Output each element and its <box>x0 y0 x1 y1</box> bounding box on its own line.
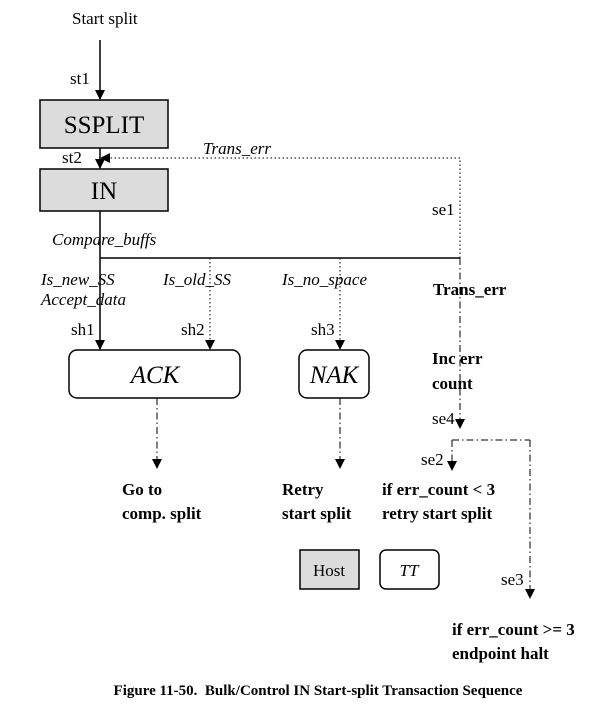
se4-label: se4 <box>432 409 455 428</box>
err-ge-label-1: if err_count >= 3 <box>452 620 575 639</box>
err-lt-label-1: if err_count < 3 <box>382 480 495 499</box>
se1-label: se1 <box>432 200 455 219</box>
goto-label-2: comp. split <box>122 504 202 523</box>
inc-err-label-2: count <box>432 374 473 393</box>
accept-data-label: Accept_data <box>40 290 126 309</box>
in-box <box>39 168 169 212</box>
legend-tt-box <box>379 549 440 590</box>
ssplit-box <box>39 99 169 149</box>
trans-err-right-label: Trans_err <box>433 280 507 299</box>
trans-err-arrowhead <box>100 153 110 163</box>
is-old-ss-label: Is_old_SS <box>162 270 232 289</box>
is-no-space-label: Is_no_space <box>281 270 367 289</box>
st2-label: st2 <box>62 148 82 167</box>
nak-label: NAK <box>309 362 360 389</box>
err-ge-label-2: endpoint halt <box>452 644 549 663</box>
sh2-label: sh2 <box>181 320 205 339</box>
nak-box <box>298 349 370 399</box>
legend-host-label: Host <box>313 561 345 580</box>
st1-label: st1 <box>70 69 90 88</box>
retry-label-2: start split <box>282 504 352 523</box>
ssplit-label: SSPLIT <box>64 112 145 139</box>
retry-label-1: Retry <box>282 480 324 499</box>
trans-err-dotted <box>104 157 461 258</box>
ack-label: ACK <box>129 362 181 389</box>
legend-host-box <box>299 549 360 590</box>
err-lt-label-2: retry start split <box>382 504 492 523</box>
ack-box <box>68 349 241 399</box>
se2-label: se2 <box>421 450 444 469</box>
sh1-label: sh1 <box>71 320 95 339</box>
inc-err-label-1: Inc err <box>432 349 483 368</box>
in-label: IN <box>91 178 117 205</box>
compare-buffs-label: Compare_buffs <box>52 230 157 249</box>
start-split-label: Start split <box>72 9 138 28</box>
goto-label-1: Go to <box>122 480 162 499</box>
is-new-ss-label: Is_new_SS <box>40 270 115 289</box>
trans-err-top-label: Trans_err <box>203 139 271 158</box>
figure-caption: Figure 11-50. Bulk/Control IN Start-spli… <box>114 683 523 699</box>
sh3-label: sh3 <box>311 320 335 339</box>
se3-label: se3 <box>501 570 524 589</box>
legend-tt-label: TT <box>400 561 420 580</box>
